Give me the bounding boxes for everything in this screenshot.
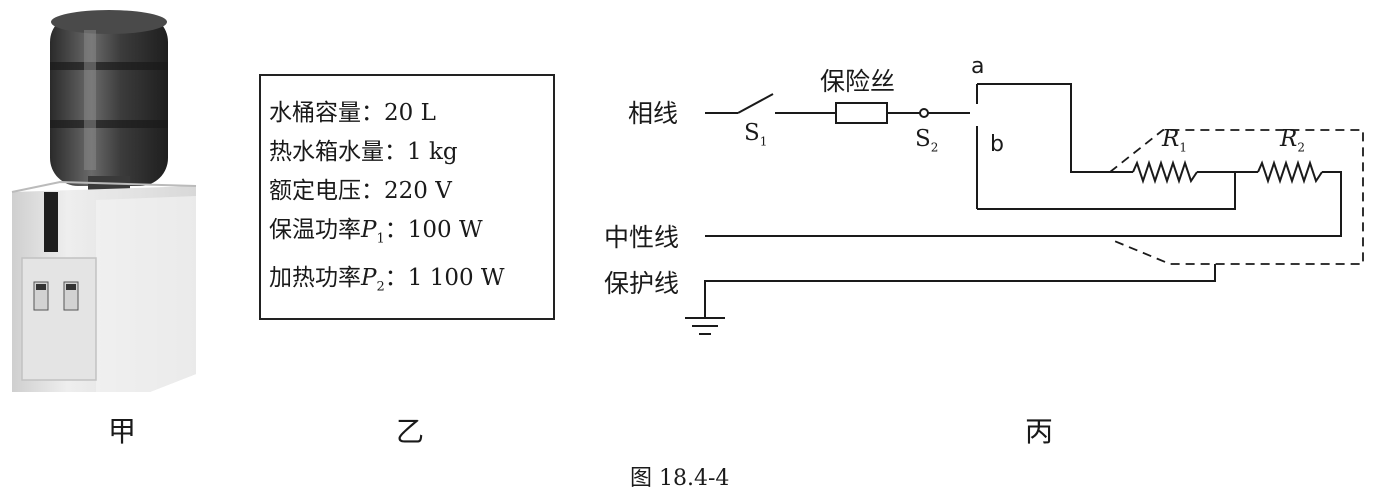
switch-s1-blade: [737, 93, 774, 114]
switch-s1-label: S1: [744, 120, 768, 149]
casing-outline: [1109, 129, 1364, 265]
resistor-r1: [1132, 159, 1198, 185]
switch-s2-terminal: [919, 108, 929, 118]
spec-table: 水桶容量：20 L 热水箱水量：1 kg 额定电压：220 V 保温功率P1：1…: [259, 74, 555, 320]
wire-segment: [705, 171, 1342, 237]
resistor-r2-label: R2: [1280, 126, 1305, 155]
fuse-symbol: [835, 102, 888, 124]
resistor-r2: [1257, 159, 1323, 185]
panel-label-jia: 甲: [108, 415, 137, 448]
figure-caption: 图 18.4-4: [630, 466, 730, 491]
water-bottle: [50, 10, 168, 190]
fuse-label: 保险丝: [820, 67, 896, 96]
contact-a-label: a: [971, 54, 985, 79]
wire-b: [977, 172, 1236, 210]
panel-label-bing: 丙: [1025, 415, 1054, 448]
ground-wire: [704, 264, 1216, 318]
panel-label-yi: 乙: [396, 415, 425, 448]
neutral-wire-label: 中性线: [604, 223, 680, 252]
circuit-diagram: [685, 83, 1364, 335]
wire-a: [977, 83, 1133, 173]
dispenser-body: [11, 180, 197, 392]
spec-row: 加热功率P2：1 100 W: [269, 264, 505, 295]
spec-row: 热水箱水量：1 kg: [269, 139, 458, 165]
spec-row: 保温功率P1：100 W: [269, 217, 483, 247]
spec-row: 额定电压：220 V: [269, 178, 452, 204]
contact-b-label: b: [990, 132, 1004, 157]
spec-row: 水桶容量：20 L: [269, 100, 436, 126]
live-wire-label: 相线: [628, 99, 679, 128]
ground-wire-label: 保护线: [604, 269, 680, 298]
switch-s2-label: S2: [915, 126, 939, 155]
resistor-r1-label: R1: [1162, 126, 1187, 155]
water-dispenser-image: [11, 10, 197, 392]
